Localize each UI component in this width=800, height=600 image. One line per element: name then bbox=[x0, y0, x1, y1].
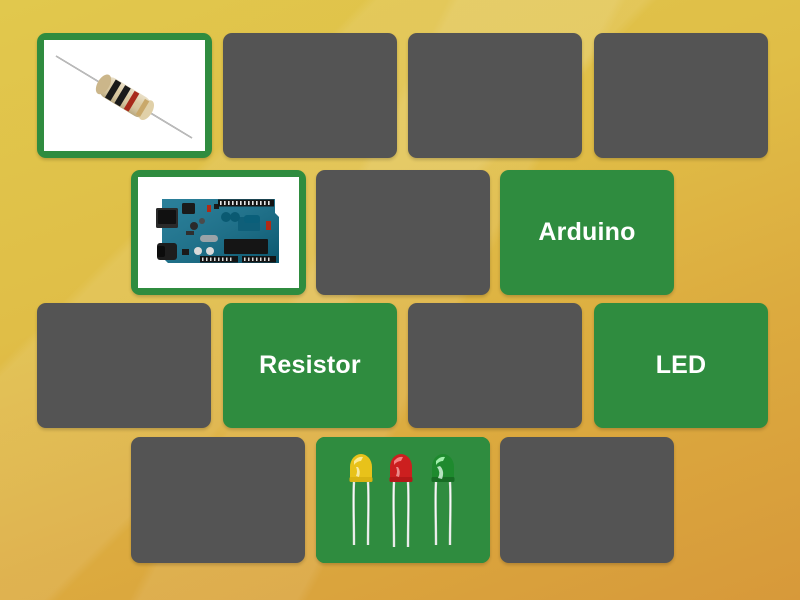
card-label: Arduino bbox=[538, 217, 636, 246]
card-word-arduino[interactable]: Arduino bbox=[500, 170, 674, 295]
card-hidden[interactable] bbox=[223, 33, 397, 158]
card-hidden[interactable] bbox=[500, 437, 674, 563]
leds-photo bbox=[316, 437, 490, 563]
arduino-uno-photo bbox=[138, 177, 299, 288]
card-leds-image[interactable] bbox=[316, 437, 490, 563]
card-word-resistor[interactable]: Resistor bbox=[223, 303, 397, 428]
image-mat bbox=[44, 40, 205, 151]
card-hidden[interactable] bbox=[408, 33, 582, 158]
card-word-led[interactable]: LED bbox=[594, 303, 768, 428]
card-resistor-image[interactable] bbox=[37, 33, 212, 158]
card-hidden[interactable] bbox=[37, 303, 211, 428]
image-mat bbox=[138, 177, 299, 288]
card-label: Resistor bbox=[259, 350, 361, 379]
card-label: LED bbox=[655, 350, 707, 379]
card-hidden[interactable] bbox=[594, 33, 768, 158]
card-arduino-image[interactable] bbox=[131, 170, 306, 295]
image-mat bbox=[316, 437, 490, 563]
card-hidden[interactable] bbox=[131, 437, 305, 563]
card-hidden[interactable] bbox=[408, 303, 582, 428]
card-hidden[interactable] bbox=[316, 170, 490, 295]
resistor-photo bbox=[44, 40, 205, 151]
